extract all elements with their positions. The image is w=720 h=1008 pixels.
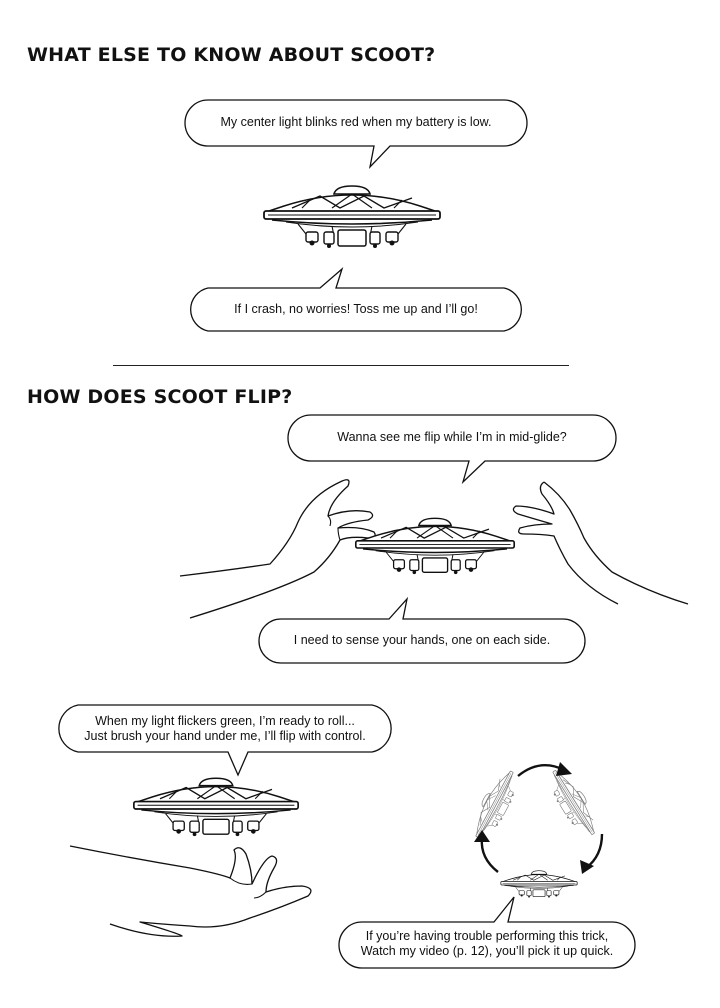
ufo-drone-icon <box>466 765 525 844</box>
bubble-text: Wanna see me flip while I’m in mid-glide… <box>337 430 567 444</box>
ufo-drone-icon <box>263 185 441 249</box>
speech-bubble-midglide: Wanna see me flip while I’m in mid-glide… <box>287 414 617 485</box>
ufo-drone-icon <box>354 517 516 575</box>
speech-bubble-trouble: If you’re having trouble performing this… <box>336 896 638 970</box>
speech-bubble-green-light: When my light flickers green, I’m ready … <box>52 704 398 777</box>
speech-bubble-hands: I need to sense your hands, one on each … <box>257 596 587 664</box>
ufo-drone-icon <box>133 777 299 837</box>
section-title-know: WHAT ELSE TO KNOW ABOUT SCOOT? <box>27 44 436 66</box>
section-divider <box>113 365 569 366</box>
bubble-text: I need to sense your hands, one on each … <box>293 633 551 647</box>
section-title-flip: HOW DOES SCOOT FLIP? <box>27 386 293 408</box>
bubble-text: If I crash, no worries! Toss me up and I… <box>234 302 478 316</box>
speech-bubble-crash: If I crash, no worries! Toss me up and I… <box>184 267 528 332</box>
hand-icon <box>512 481 689 605</box>
ufo-drone-icon <box>541 764 604 842</box>
hand-icon <box>179 479 376 619</box>
hand-icon <box>69 845 312 937</box>
bubble-text-line: Watch my video (p. 12), you’ll pick it u… <box>360 944 614 958</box>
bubble-text-line: When my light flickers green, I’m ready … <box>95 714 355 728</box>
bubble-text: My center light blinks red when my batte… <box>220 115 492 129</box>
bubble-text-line: If you’re having trouble performing this… <box>365 929 609 943</box>
bubble-text-line: Just brush your hand under me, I’ll flip… <box>84 729 366 743</box>
flip-cycle-diagram <box>466 762 604 874</box>
speech-bubble-battery: My center light blinks red when my batte… <box>184 99 528 170</box>
